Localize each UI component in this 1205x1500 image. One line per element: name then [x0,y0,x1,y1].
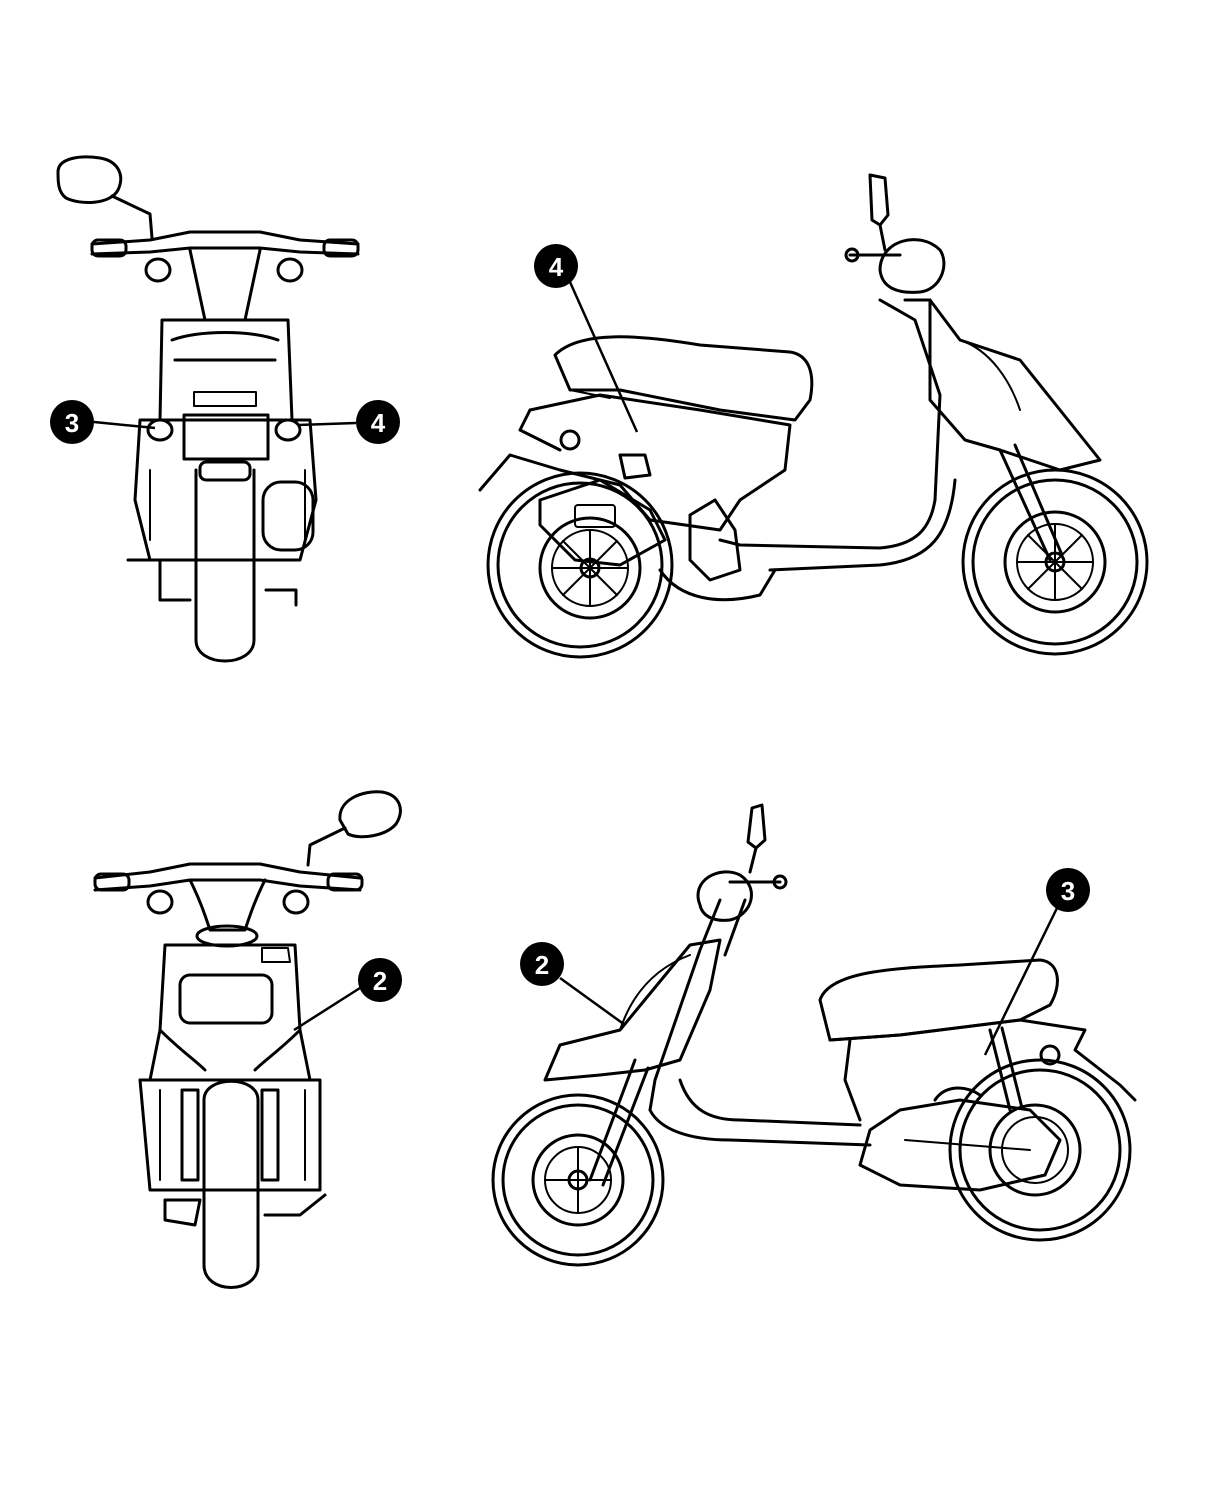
callout-badge: 3 [1046,868,1090,912]
rear-view [56,155,360,663]
callout-badge: 2 [358,958,402,1002]
callout-front-2: 2 [293,958,402,1032]
callout-label: 3 [1061,876,1075,906]
front-view [93,790,402,1289]
callout-badge: 3 [50,400,94,444]
callout-label: 2 [535,950,549,980]
callout-badge: 2 [520,942,564,986]
left-side-view [478,173,1149,659]
callout-label: 3 [65,408,79,438]
callout-rear-3: 3 [50,400,156,444]
callout-left-side-4: 4 [534,244,639,433]
callout-badge: 4 [356,400,400,444]
callout-badge: 4 [534,244,578,288]
callout-label: 2 [373,966,387,996]
callout-rear-4: 4 [297,400,400,444]
right-side-view [491,803,1137,1267]
callout-label: 4 [549,252,564,282]
callout-right-side-3: 3 [983,868,1090,1056]
callout-label: 4 [371,408,386,438]
callout-right-side-2: 2 [520,942,626,1027]
